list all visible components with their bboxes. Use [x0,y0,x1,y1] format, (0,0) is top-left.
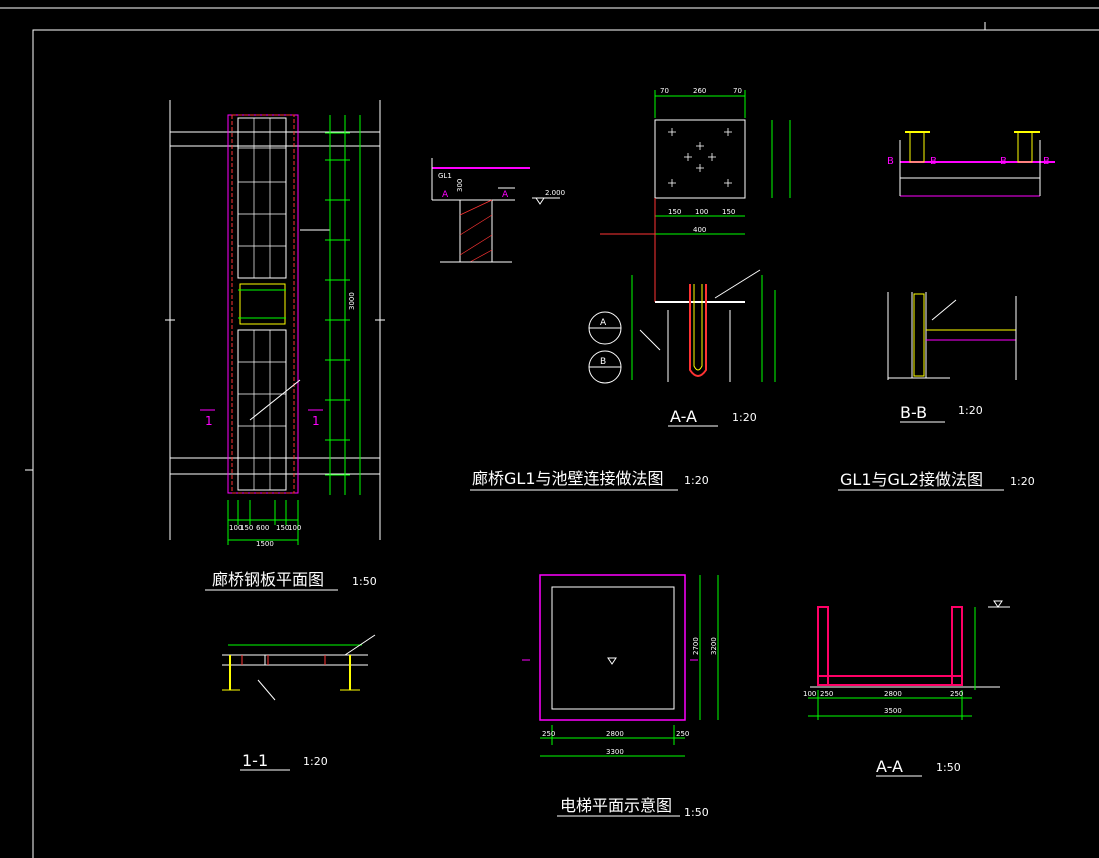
plan-dim-4: 150 [276,524,289,532]
aa-top-dim-1: 70 [660,87,669,95]
gl12-mark-b3: B [1000,156,1007,167]
aa2-title: A-A [876,757,903,776]
aa-bottom-total: 400 [693,226,706,234]
aa-plate-detail [588,90,791,427]
aa2-dim-total: 3500 [884,707,902,715]
plan-title: 廊桥钢板平面图 [212,570,324,589]
elev-dim-total: 3300 [606,748,624,756]
elev-right-dim: 2700 [692,637,700,655]
gl1-label: GL1 [438,172,452,180]
plan-dim-5: 100 [288,524,301,532]
aa-top-dim-2: 260 [693,87,706,95]
elevator-section-aa [808,600,1010,777]
section-mark-1-left: 1 [205,414,213,428]
elev-right-total: 3200 [710,637,718,655]
bb-scale: 1:20 [958,404,983,417]
gl1-level: 2.000 [545,189,565,197]
aa-title: A-A [670,407,697,426]
elev-dim-1: 250 [542,730,555,738]
gl1-scale: 1:20 [684,474,709,487]
gl1-mark-a-left: A [442,190,449,200]
gl12-detail [838,131,1055,491]
plan-view [165,100,385,591]
plan-dim-3: 600 [256,524,269,532]
gl1-mark-a-right: A [502,190,509,200]
plan-scale: 1:50 [352,575,377,588]
elev-scale: 1:50 [684,806,709,819]
aa2-scale: 1:50 [936,761,961,774]
s11-title: 1-1 [242,751,268,770]
gl1-wall-detail [431,158,678,491]
aa-circle-a: A [600,318,607,328]
gl12-mark-b2: B [930,156,937,167]
aa2-dim-3: 250 [950,690,963,698]
gl12-mark-b1: B [887,156,894,167]
bb-title: B-B [900,403,927,422]
plan-right-dim: 3000 [348,292,356,310]
aa2-dim-1: 250 [820,690,833,698]
gl1-h300: 300 [456,179,464,192]
aa2-dim-4: 100 [803,690,816,698]
plan-dim-1: 100 [229,524,242,532]
elev-title: 电梯平面示意图 [560,796,672,815]
plan-dim-total: 1500 [256,540,274,548]
aa-bottom-dim-2: 100 [695,208,708,216]
bb-detail [887,292,1017,423]
section-mark-1-right: 1 [312,414,320,428]
gl1-title: 廊桥GL1与池壁连接做法图 [472,469,664,488]
plan-dim-2: 150 [240,524,253,532]
gl12-scale: 1:20 [1010,475,1035,488]
elev-dim-3: 250 [676,730,689,738]
s11-scale: 1:20 [303,755,328,768]
aa-circle-b: B [600,357,606,367]
drawing-border [32,29,1099,858]
gl12-title: GL1与GL2接做法图 [840,470,983,489]
elev-dim-2: 2800 [606,730,624,738]
elevator-plan [522,574,719,817]
aa-bottom-dim-1: 150 [668,208,681,216]
aa2-dim-2: 2800 [884,690,902,698]
section-1-1 [222,634,376,771]
aa-scale: 1:20 [732,411,757,424]
gl12-mark-b4: B [1043,156,1050,167]
aa-bottom-dim-3: 150 [722,208,735,216]
aa-top-dim-3: 70 [733,87,742,95]
